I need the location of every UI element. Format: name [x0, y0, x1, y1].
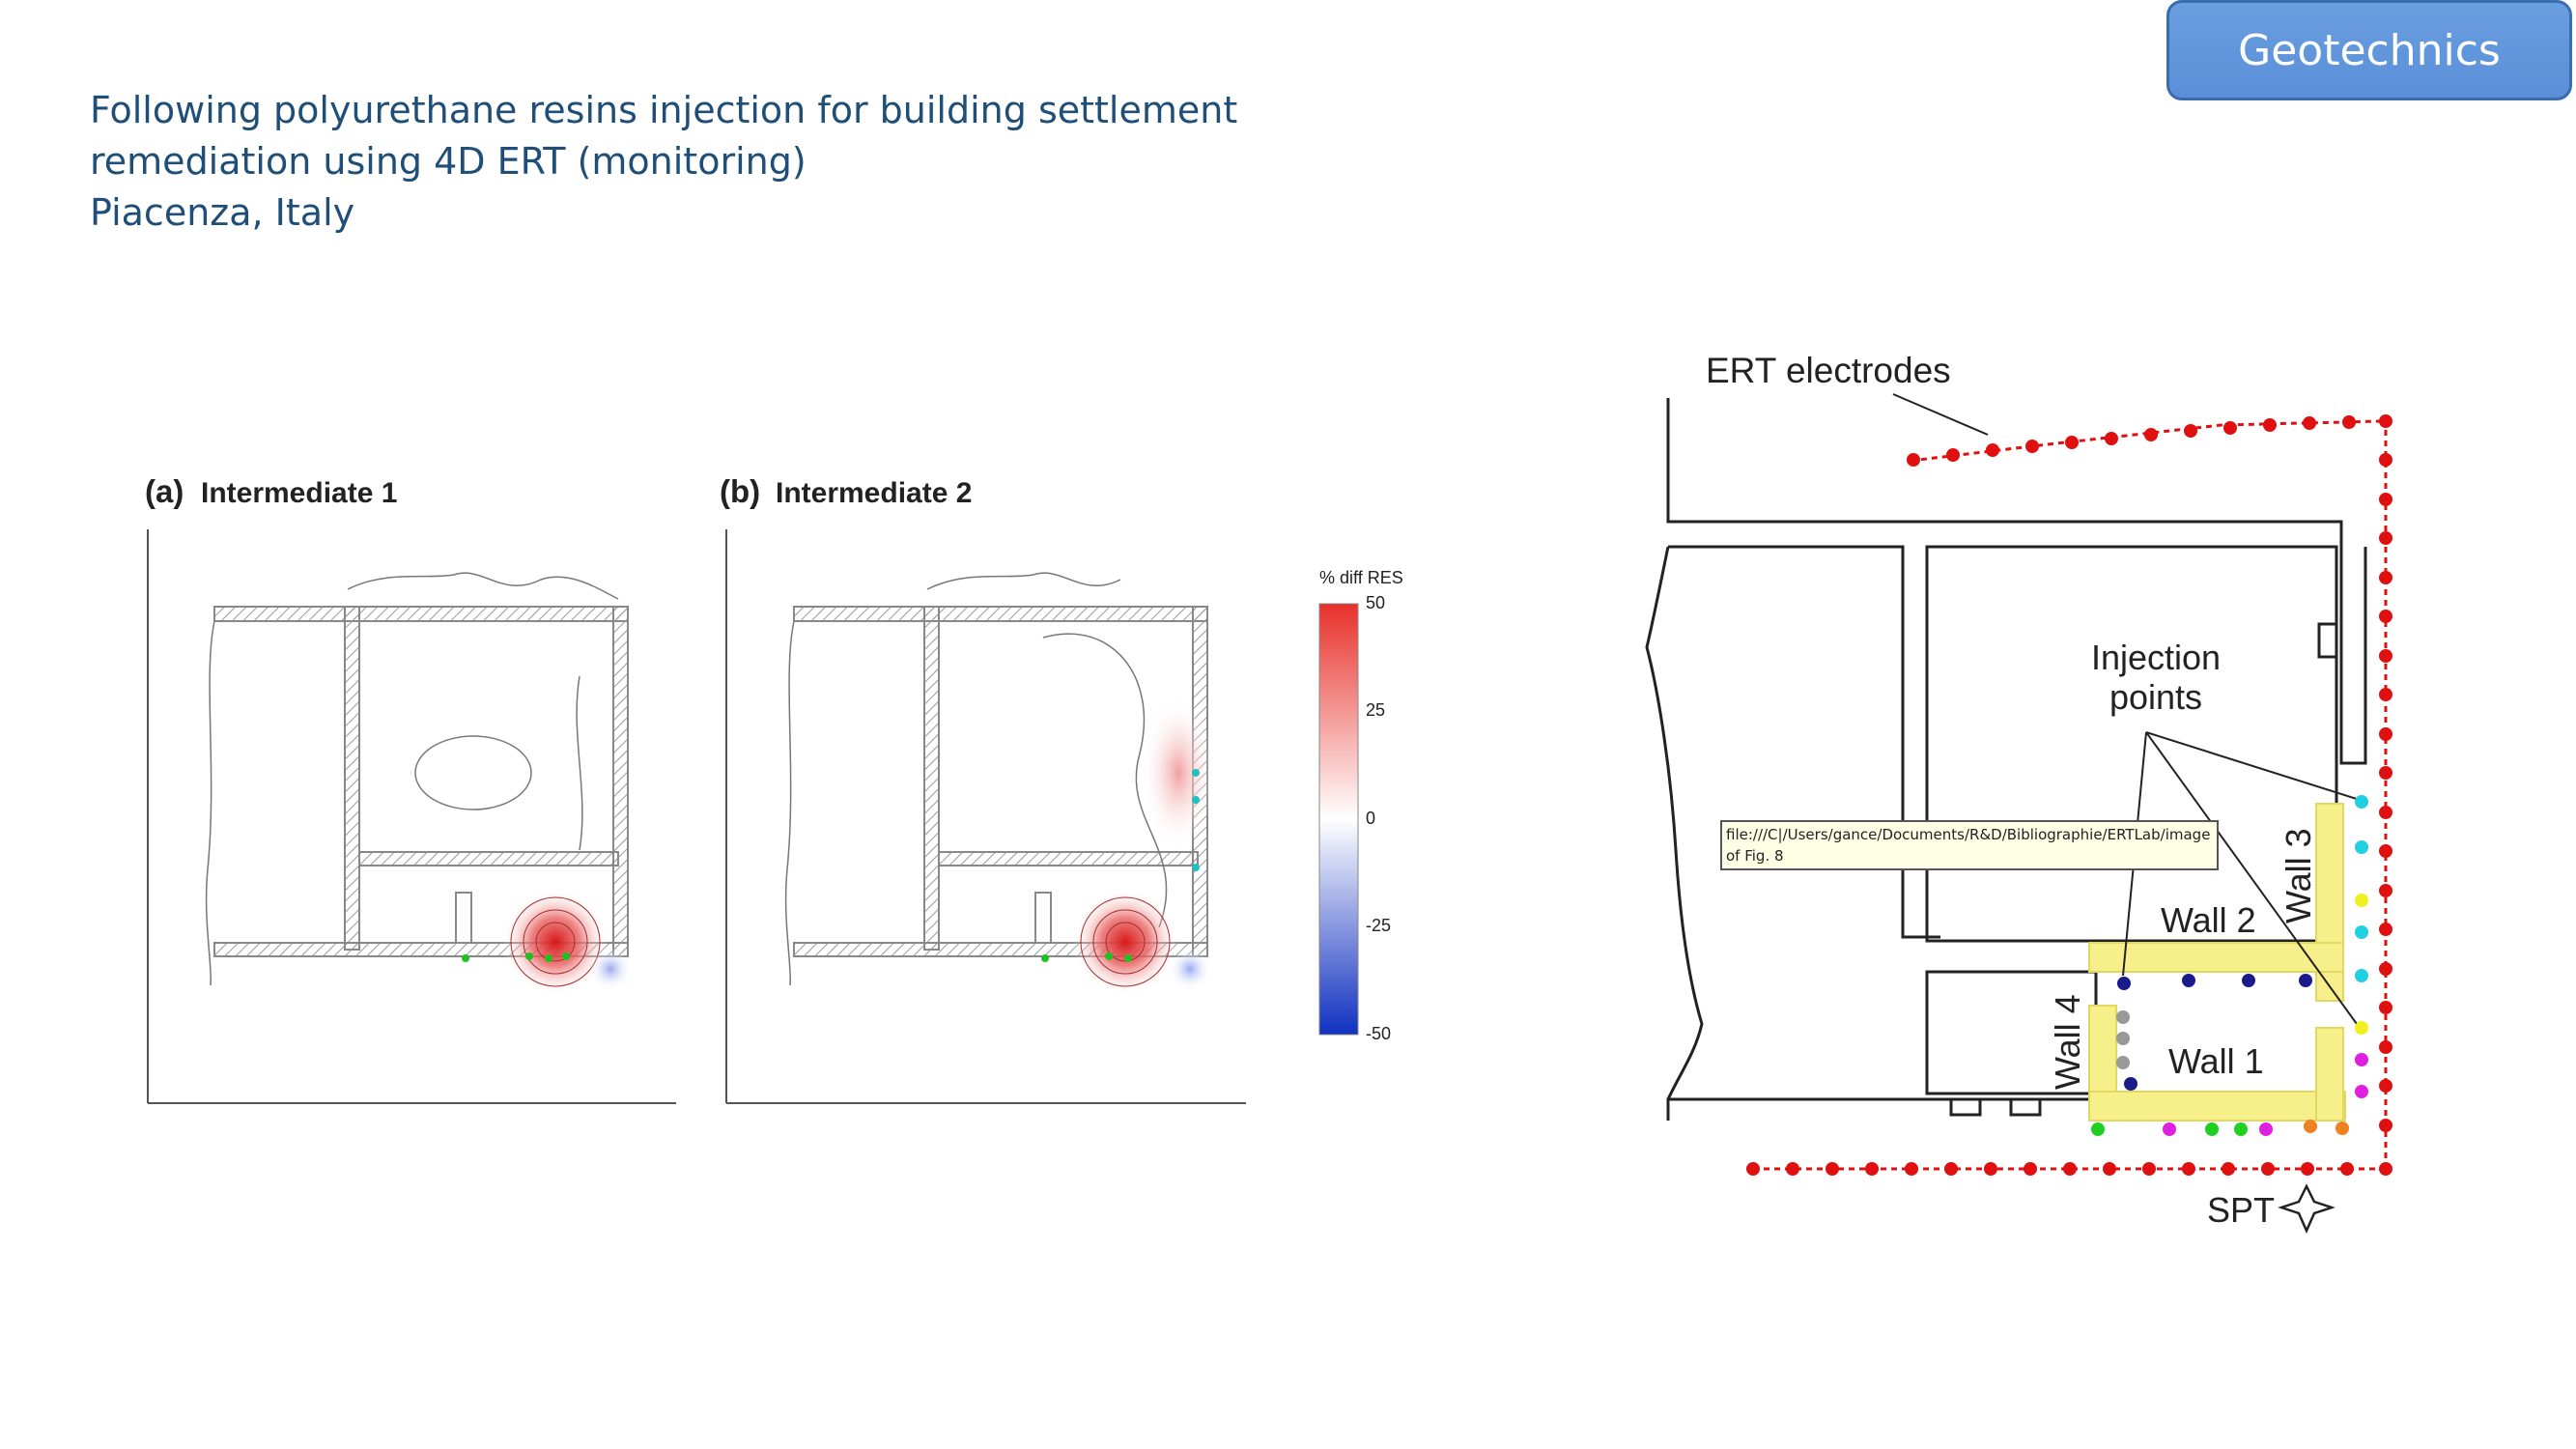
ert-electrodes-label: ERT electrodes [1706, 351, 1951, 390]
colorbar-title: % diff RES [1319, 568, 1403, 587]
spt-marker-icon [2278, 1183, 2335, 1235]
panel-b-points [1041, 769, 1200, 962]
colorbar-tick-3: 0 [1366, 809, 1375, 828]
colorbar-tick-5: -50 [1366, 1024, 1391, 1043]
panel-b-negative-anomaly [1169, 948, 1211, 990]
colorbar-tick-4: -25 [1366, 916, 1391, 935]
panel-b-axes [725, 529, 1246, 1104]
panel-a: (a) Intermediate 1 [145, 473, 676, 1104]
panel-b: (b) Intermediate 2 [720, 473, 1246, 1104]
panel-a-contours [205, 572, 619, 986]
title-line-2: remediation using 4D ERT (monitoring) [90, 140, 807, 183]
building-outline [1645, 398, 2367, 1121]
panel-a-positive-anomaly [502, 889, 609, 995]
title-line-1: Following polyurethane resins injection … [90, 89, 1238, 131]
electrodes-right-line [2379, 414, 2392, 1176]
link-tooltip: file:///C|/Users/gance/Documents/R&D/Bib… [1720, 820, 2219, 870]
panel-b-positive-anomaly [1072, 889, 1178, 995]
panel-b-letter: (b) [720, 473, 760, 509]
injection-label-2: points [2109, 677, 2202, 717]
wall-blocks [2088, 803, 2346, 1122]
panel-b-contours [784, 572, 1168, 986]
colorbar: % diff RES 50 25 0 -25 -50 [1318, 568, 1403, 1043]
spt-label: SPT [2207, 1190, 2275, 1230]
category-tag[interactable]: Geotechnics [2166, 0, 2572, 100]
wall-1-bottom-block [2088, 1091, 2346, 1122]
panel-a-points [462, 952, 570, 962]
slide-title: Following polyurethane resins injection … [90, 85, 1237, 239]
colorbar-tick-2: 25 [1366, 700, 1385, 720]
wall-1-label: Wall 1 [2168, 1041, 2264, 1081]
injection-label-1: Injection [2091, 638, 2221, 677]
injection-points [2091, 795, 2368, 1136]
panel-b-label: Intermediate 2 [776, 477, 972, 509]
title-line-3: Piacenza, Italy [90, 191, 355, 234]
panel-b-wall3-anomaly [1142, 696, 1215, 850]
wall-3-label: Wall 3 [2279, 828, 2318, 923]
panel-a-letter: (a) [145, 473, 184, 509]
panel-a-label: Intermediate 1 [201, 477, 397, 509]
panel-a-axes [147, 529, 676, 1104]
site-plan: ERT electrodes Injection points Wall 2 W… [1645, 351, 2392, 1235]
wall-2-block [2088, 942, 2344, 973]
colorbar-tick-1: 50 [1366, 593, 1385, 612]
wall-2-label: Wall 2 [2161, 900, 2256, 940]
wall-4-label: Wall 4 [2048, 994, 2087, 1090]
electrodes-bottom-line [1746, 1162, 2386, 1176]
electrodes-top-line [1907, 415, 2384, 467]
ert-label-pointer [1892, 393, 1989, 436]
panel-a-negative-anomaly [589, 948, 632, 990]
wall-1-right-block [2315, 1027, 2344, 1122]
